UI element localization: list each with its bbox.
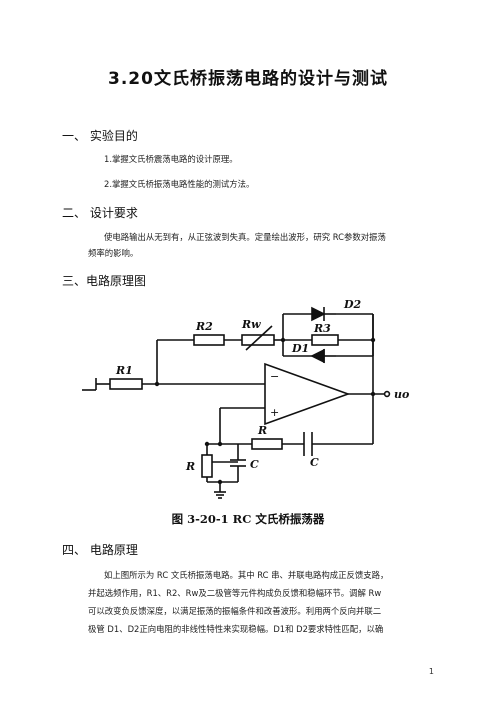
label-r-shunt: R [185, 460, 195, 473]
principle-line-1: 如上图所示为 RC 文氏桥振荡电路。其中 RC 串、并联电路构成正反馈支路， [104, 570, 389, 580]
label-r-series: R [257, 424, 267, 437]
section-heading-objectives: 一、 实验目的 [62, 129, 138, 143]
requirements-line-2: 频率的影响。 [88, 248, 139, 258]
section-heading-schematic: 三、电路原理图 [62, 274, 147, 288]
section-heading-principle: 四、 电路原理 [62, 543, 138, 557]
label-plus: + [270, 406, 279, 419]
circuit-diagram: R1 R2 Rw R3 D2 D1 R C R C uo − + [82, 298, 409, 499]
page-number: 1 [428, 667, 434, 676]
diode-d2 [311, 306, 326, 322]
principle-line-2: 并起选频作用，R1、R2、Rw及二极管等元件构成负反馈和稳幅环节。调解 Rw [88, 588, 382, 598]
requirements-line-1: 使电路输出从无到有，从正弦波到失真。定量绘出波形，研究 RC参数对振荡 [104, 232, 386, 242]
page-title: 3.20文氏桥振荡电路的设计与测试 [108, 69, 388, 89]
resistor-r1 [109, 378, 143, 390]
principle-line-4: 极管 D1、D2正向电阻的非线性特性来实现稳幅。D1和 D2要求特性匹配，以确 [88, 624, 384, 634]
resistor-r3 [311, 334, 339, 346]
label-r3: R3 [313, 322, 331, 335]
label-r2: R2 [195, 320, 213, 333]
diode-d1 [310, 348, 325, 364]
label-minus: − [270, 370, 279, 383]
section-heading-requirements: 二、 设计要求 [62, 206, 138, 220]
label-r1: R1 [115, 364, 133, 377]
label-output: uo [394, 388, 409, 401]
resistor-r-shunt [201, 454, 213, 478]
label-d1: D1 [291, 342, 309, 355]
label-c-series: C [310, 456, 319, 469]
op-amp [264, 362, 351, 426]
label-d2: D2 [343, 298, 362, 311]
objective-item-1: 1.掌握文氏桥震荡电路的设计原理。 [104, 154, 238, 164]
output-terminal [383, 390, 391, 398]
label-c-shunt: C [250, 458, 259, 471]
principle-line-3: 可以改变负反馈深度，以满足振荡的振幅条件和改善波形。利用两个反向并联二 [88, 606, 382, 616]
figure-caption: 图 3-20-1 RC 文氏桥振荡器 [171, 512, 325, 526]
objective-item-2: 2.掌握文氏桥振荡电路性能的测试方法。 [104, 179, 255, 189]
label-rw: Rw [241, 318, 261, 331]
resistor-r2 [193, 334, 225, 346]
resistor-r-series [251, 438, 283, 450]
